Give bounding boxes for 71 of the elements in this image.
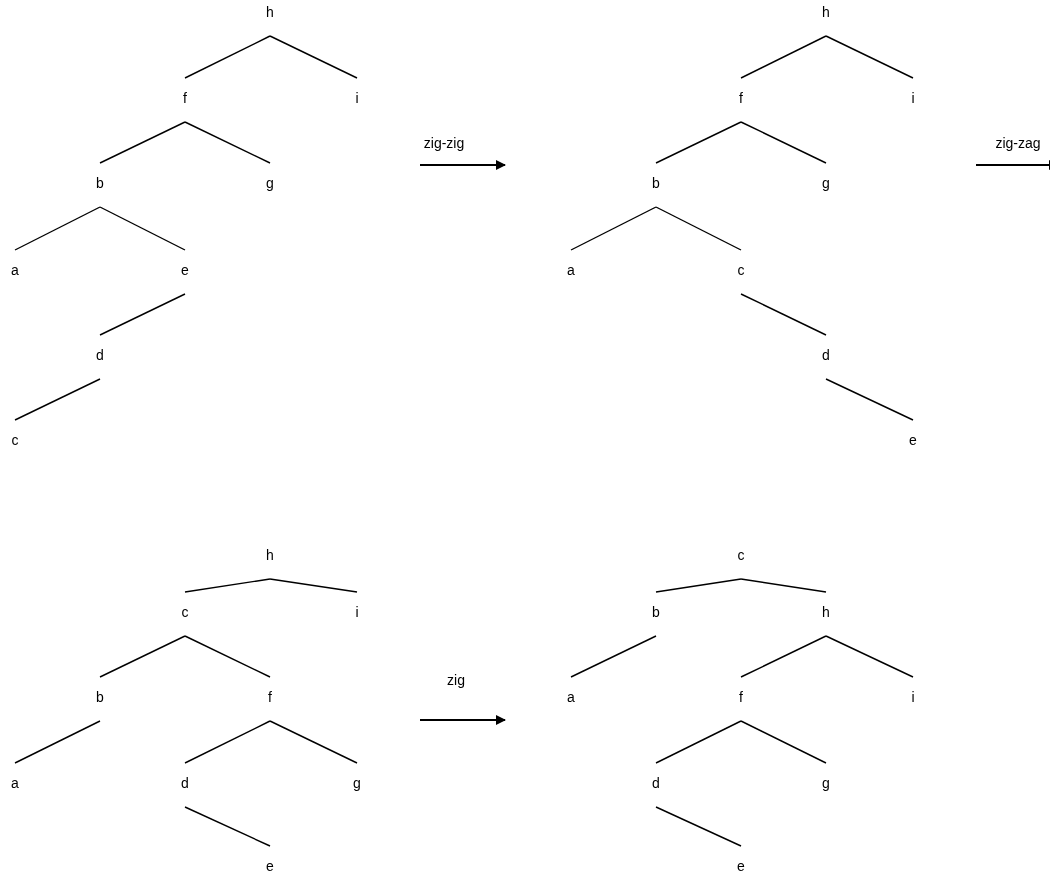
tree-branch-line — [740, 121, 827, 164]
tree-node-letter: a — [11, 775, 19, 791]
operation-label: zig — [447, 672, 465, 688]
tree-branch-line — [655, 806, 742, 847]
tree-node-letter: c — [737, 262, 745, 278]
tree-branch-line — [184, 35, 271, 79]
tree-node-letter: c — [11, 432, 19, 448]
tree-node-letter: c — [181, 604, 189, 620]
tree-node-letter: g — [822, 775, 830, 791]
tree-node-letter: f — [739, 689, 743, 705]
tree-node-letter: d — [822, 347, 830, 363]
tree-node-letter: i — [355, 90, 359, 106]
tree-node-letter: e — [266, 858, 274, 874]
tree-node-letter: e — [909, 432, 917, 448]
tree-branch-line — [655, 206, 742, 251]
tree-branch-line — [184, 121, 271, 164]
tree-branch-line — [570, 206, 657, 251]
tree-node-letter: d — [652, 775, 660, 791]
tree-node-letter: c — [737, 547, 745, 563]
tree-branch-line — [740, 635, 827, 678]
tree-node-letter: b — [96, 689, 104, 705]
tree-branch-line — [655, 720, 742, 764]
tree-node-letter: a — [11, 262, 19, 278]
tree-node-letter: g — [822, 175, 830, 191]
tree-branch-line — [184, 720, 271, 764]
tree-node-letter: h — [822, 604, 830, 620]
tree-branch-line — [14, 720, 101, 764]
tree-branch-line — [269, 35, 358, 79]
tree-branch-line — [825, 378, 914, 421]
tree-branch-line — [655, 121, 742, 164]
tree-node-letter: e — [181, 262, 189, 278]
tree-branch-line — [99, 121, 186, 164]
tree-node-letter: g — [353, 775, 361, 791]
tree-node-letter: d — [181, 775, 189, 791]
tree-node-letter: f — [183, 90, 187, 106]
tree-branch-line — [269, 578, 358, 593]
tree-node-letter: h — [266, 4, 274, 20]
tree-branch-line — [825, 35, 914, 79]
tree-node-letter: b — [96, 175, 104, 191]
tree-node-letter: a — [567, 689, 575, 705]
tree-node-letter: i — [355, 604, 359, 620]
tree-branch-line — [99, 635, 186, 678]
tree-branch-line — [570, 635, 657, 678]
operation-label: zig-zag — [995, 135, 1041, 151]
tree-node-letter: f — [739, 90, 743, 106]
tree-branch-line — [14, 206, 101, 251]
tree-node-letter: d — [96, 347, 104, 363]
tree-node-letter: i — [911, 689, 915, 705]
operation-label: zig-zig — [423, 135, 465, 151]
tree-branch-line — [655, 578, 742, 593]
tree-branch-line — [184, 578, 271, 593]
tree-branch-line — [99, 206, 186, 251]
tree-node-letter: a — [567, 262, 575, 278]
tree-branch-line — [269, 720, 358, 764]
tree-branch-line — [184, 635, 271, 678]
tree-branch-line — [740, 293, 827, 336]
tree-branch-line — [740, 720, 827, 764]
tree-branch-line — [14, 378, 101, 421]
tree-node-letter: h — [266, 547, 274, 563]
tree-branch-line — [184, 806, 271, 847]
tree-node-letter: g — [266, 175, 274, 191]
tree-branch-line — [825, 635, 914, 678]
tree-branch-line — [740, 35, 827, 79]
tree-node-letter: i — [911, 90, 915, 106]
tree-node-letter: h — [822, 4, 830, 20]
tree-node-letter: f — [268, 689, 272, 705]
tree-node-letter: b — [652, 175, 660, 191]
tree-branch-line — [99, 293, 186, 336]
tree-branch-line — [740, 578, 827, 593]
tree-node-letter: b — [652, 604, 660, 620]
tree-node-letter: e — [737, 858, 745, 874]
